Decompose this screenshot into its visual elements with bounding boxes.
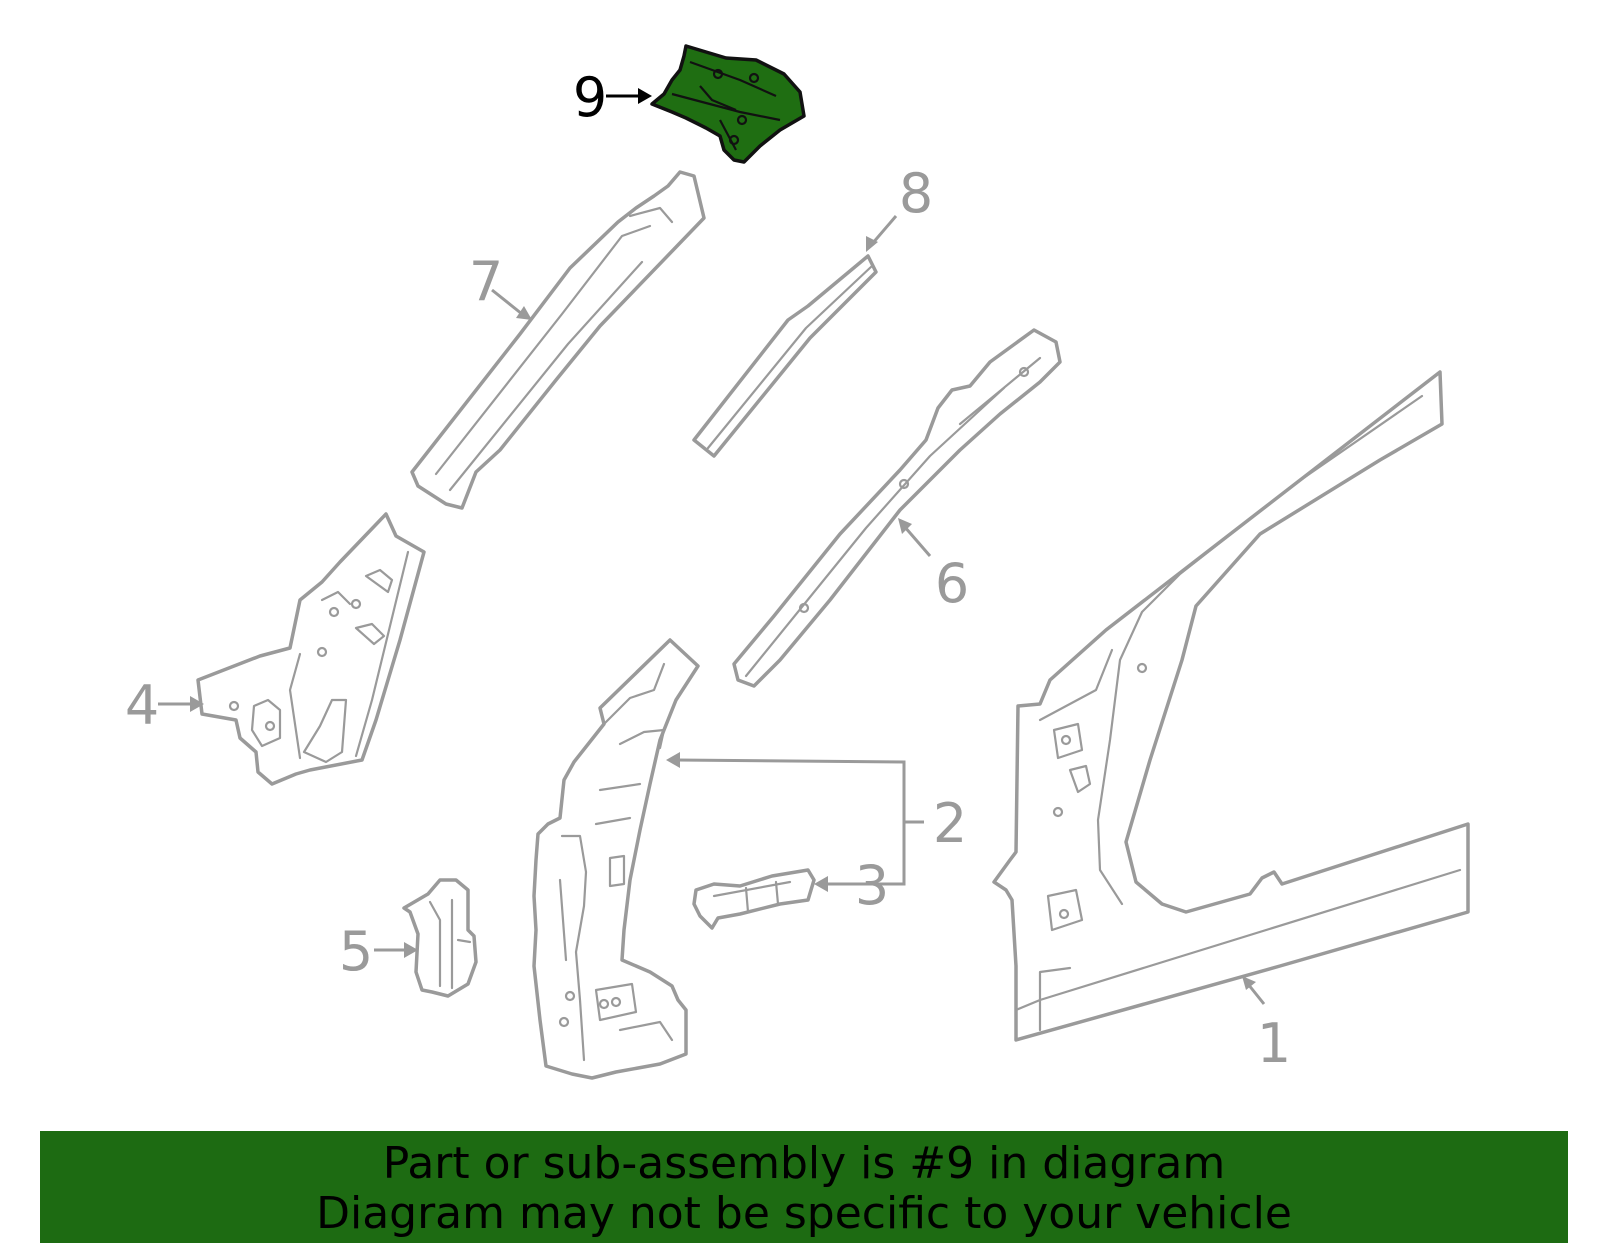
leader-arrow-5 [374,942,418,958]
leader-bracket-2-3 [666,752,924,892]
callout-3: 3 [855,854,889,917]
part-1-body-side-outer[interactable] [992,370,1470,1042]
part-6-pillar-inner[interactable] [732,328,1062,688]
part-7-pillar-reinforcement[interactable] [410,170,706,510]
callout-5: 5 [339,920,373,983]
part-4-bracket-panel[interactable] [196,512,426,786]
leader-arrow-8 [866,215,898,252]
callout-7: 7 [469,250,503,313]
part-3-small-brace[interactable] [692,868,816,930]
part-8-rail[interactable] [692,254,878,458]
leader-arrow-4 [158,696,204,712]
banner-line-1: Part or sub-assembly is #9 in diagram [382,1138,1226,1189]
callout-6: 6 [935,552,969,615]
callout-2: 2 [933,792,967,855]
part-5-small-bracket[interactable] [402,878,478,998]
leader-arrow-6 [898,518,932,557]
leader-arrow-9 [606,88,652,104]
leader-arrow-1 [1242,976,1266,1005]
callout-9: 9 [573,66,607,129]
leader-arrow-7 [491,288,532,320]
callout-4: 4 [125,674,159,737]
part-2-pillar-lower[interactable] [532,638,700,1080]
info-banner: Part or sub-assembly is #9 in diagram Di… [40,1131,1568,1243]
callout-1: 1 [1257,1012,1291,1075]
part-9-bracket[interactable] [650,44,806,164]
banner-line-2: Diagram may not be specific to your vehi… [316,1188,1292,1239]
callout-8: 8 [899,162,933,225]
